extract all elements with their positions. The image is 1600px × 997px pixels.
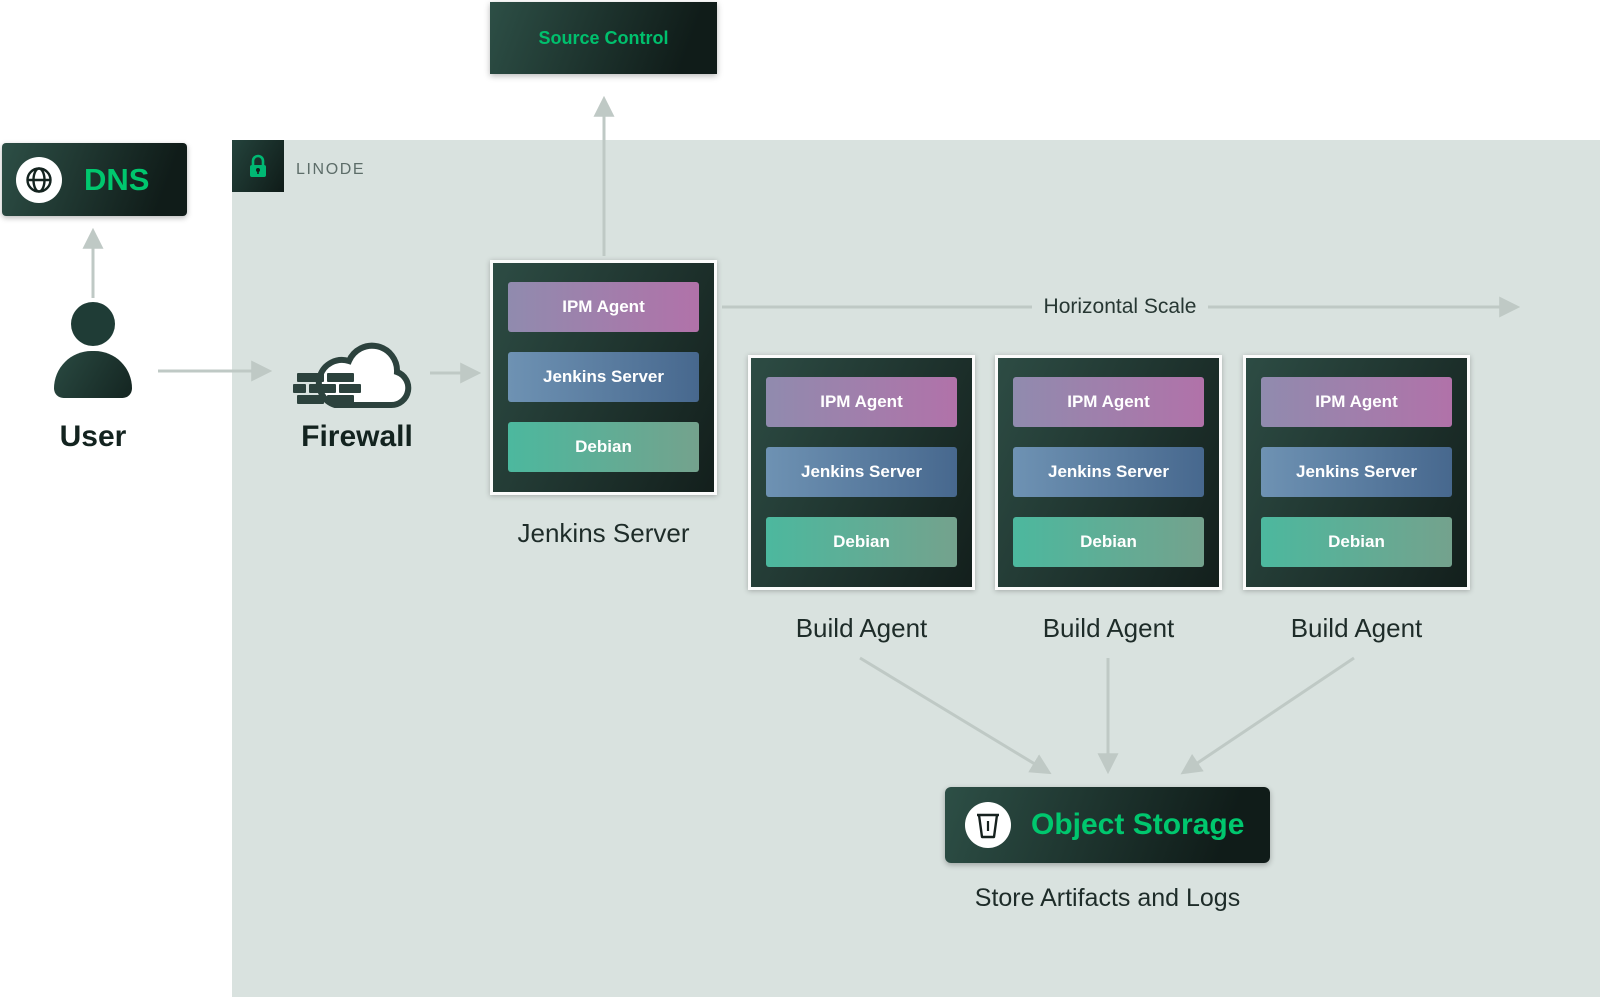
build-agent-2-node: IPM Agent Jenkins Server Debian: [995, 355, 1222, 590]
build-agent-2-label: Build Agent: [1042, 613, 1175, 643]
jenkins-server-layer: Jenkins Server: [508, 352, 699, 402]
agent3-jenkins-server-layer: Jenkins Server: [1261, 447, 1452, 497]
object-storage-label: Object Storage: [1031, 808, 1245, 841]
build-agent-3-label: Build Agent: [1290, 613, 1423, 643]
person-head: [71, 302, 115, 346]
region-label: LINODE: [296, 161, 366, 178]
person-body: [54, 351, 132, 398]
agent2-ipm-agent-layer: IPM Agent: [1013, 377, 1204, 427]
firewall-cloud-svg: [293, 342, 412, 409]
dns-label: DNS: [84, 161, 150, 197]
build-agent-1-label: Build Agent: [795, 613, 928, 643]
dns-node: DNS: [2, 143, 187, 216]
region-lock-badge: [232, 140, 284, 192]
jenkins-server-label: Jenkins Server: [517, 518, 690, 548]
jenkins-debian-layer: Debian: [508, 422, 699, 472]
build-agent-1-node: IPM Agent Jenkins Server Debian: [748, 355, 975, 590]
source-control-node: Source Control: [490, 2, 717, 74]
agent2-jenkins-server-layer: Jenkins Server: [1013, 447, 1204, 497]
agent1-debian-layer: Debian: [766, 517, 957, 567]
jenkins-server-node: IPM Agent Jenkins Server Debian: [490, 260, 717, 495]
lock-icon: [250, 154, 266, 177]
agent2-debian-layer: Debian: [1013, 517, 1204, 567]
jenkins-ipm-agent-layer: IPM Agent: [508, 282, 699, 332]
agent1-ipm-agent-layer: IPM Agent: [766, 377, 957, 427]
firewall-label: Firewall: [301, 420, 413, 453]
firewall-cloud-icon: [293, 325, 421, 422]
storage-icon-circle: [965, 802, 1011, 848]
source-control-label: Source Control: [538, 27, 669, 48]
dns-icon-circle: [16, 156, 62, 203]
horizontal-scale-label: Horizontal Scale: [1032, 292, 1208, 322]
object-storage-node: Object Storage: [945, 787, 1270, 863]
agent3-ipm-agent-layer: IPM Agent: [1261, 377, 1452, 427]
build-agent-3-node: IPM Agent Jenkins Server Debian: [1243, 355, 1470, 590]
agent1-jenkins-server-layer: Jenkins Server: [766, 447, 957, 497]
bucket-icon: [977, 813, 999, 839]
person-icon: [54, 302, 132, 398]
user-label: User: [59, 420, 127, 453]
globe-icon: [26, 166, 52, 193]
object-storage-caption: Store Artifacts and Logs: [974, 884, 1241, 912]
agent3-debian-layer: Debian: [1261, 517, 1452, 567]
